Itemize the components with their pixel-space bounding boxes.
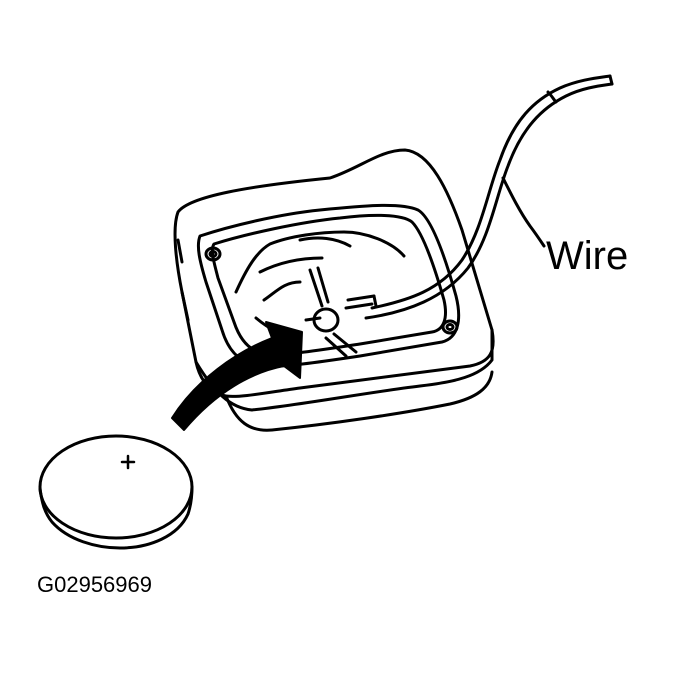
battery-holder xyxy=(173,148,495,432)
contact-terminal xyxy=(304,266,378,358)
figure-id: G02956969 xyxy=(37,572,152,597)
wire-label: Wire xyxy=(546,234,629,278)
wire xyxy=(364,74,614,320)
wire-leader-line xyxy=(501,176,546,248)
insert-direction-arrow xyxy=(171,321,303,431)
coin-battery xyxy=(38,434,194,550)
